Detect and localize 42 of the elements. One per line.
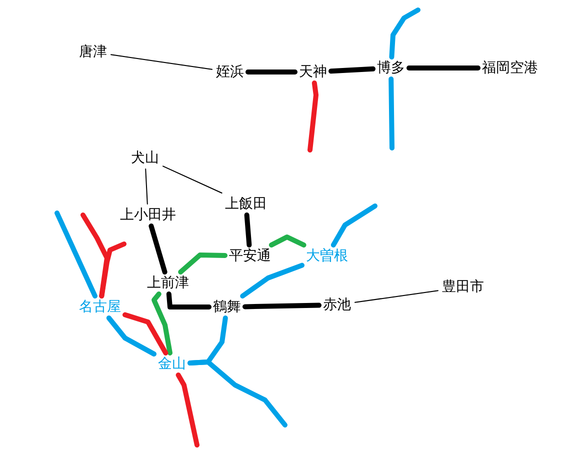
station-label: 平安通	[229, 248, 271, 264]
rail-line	[406, 66, 480, 70]
connector-line	[145, 168, 148, 204]
rail-line	[80, 212, 110, 298]
station-label: 博多	[377, 60, 405, 76]
connector-line	[162, 166, 222, 194]
rail-line	[330, 204, 378, 248]
rail-line	[242, 302, 322, 310]
station-label: 赤池	[323, 297, 351, 313]
rail-line	[99, 242, 126, 298]
rail-line	[244, 212, 252, 248]
rail-line	[152, 292, 172, 356]
station-label: 唐津	[79, 44, 107, 60]
rail-line	[389, 8, 420, 60]
rail-line	[54, 210, 98, 298]
rail-line	[308, 80, 318, 152]
rail-line	[268, 234, 306, 248]
connector-line	[110, 54, 212, 70]
rail-line	[328, 66, 376, 74]
station-label: 金山	[158, 356, 186, 372]
station-label: 名古屋	[79, 299, 121, 315]
rail-line	[166, 292, 212, 310]
rail-line	[148, 224, 168, 274]
rail-line	[176, 372, 200, 448]
rail-line	[388, 76, 394, 150]
station-label: 豊田市	[442, 279, 484, 295]
station-label: 上飯田	[225, 196, 267, 212]
rail-line	[246, 70, 298, 74]
rail-line	[122, 312, 168, 356]
station-label: 姪浜	[216, 64, 244, 80]
station-label: 天神	[299, 64, 327, 80]
station-label: 上前津	[147, 275, 189, 291]
station-label: 福岡空港	[482, 60, 538, 76]
station-label: 鶴舞	[213, 299, 241, 315]
rail-line	[106, 316, 156, 356]
connector-line	[354, 290, 438, 303]
station-label: 犬山	[131, 150, 159, 166]
rail-line	[178, 252, 228, 274]
rail-line	[188, 360, 288, 428]
rail-line	[240, 262, 304, 298]
station-label: 上小田井	[120, 207, 176, 223]
station-label: 大曽根	[306, 248, 348, 264]
